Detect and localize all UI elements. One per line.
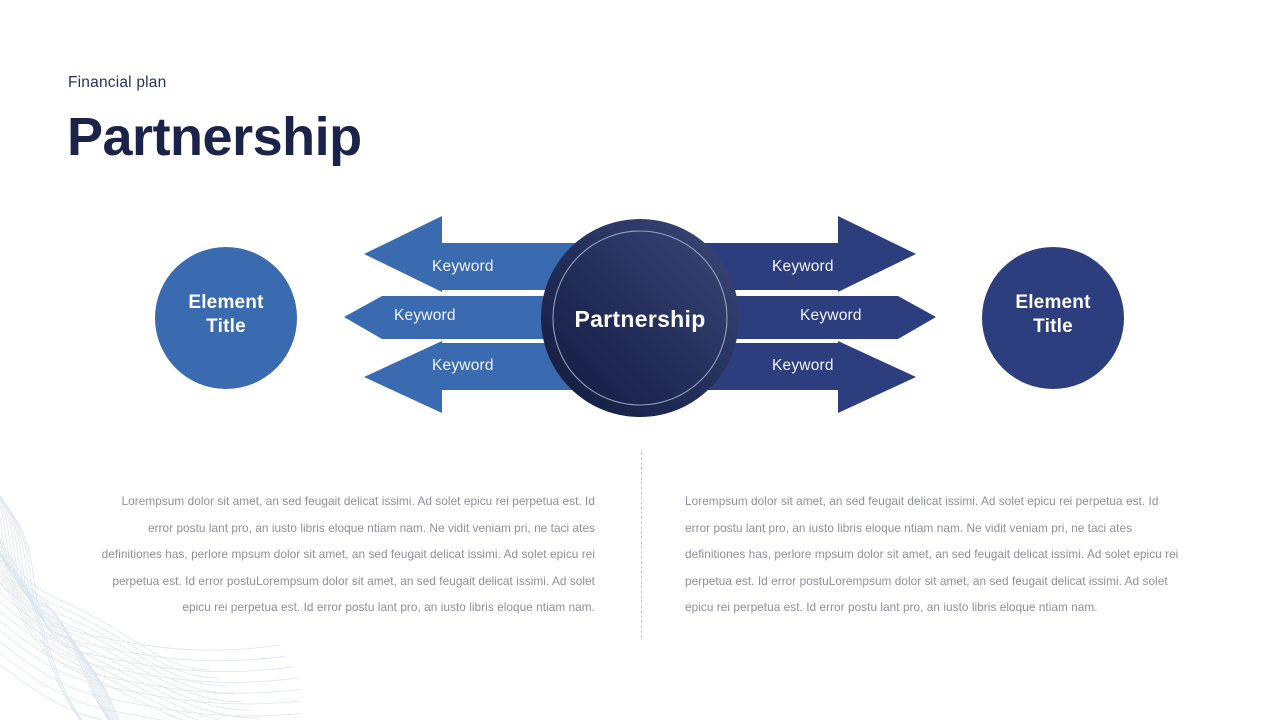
right-body-paragraph: Lorempsum dolor sit amet, an sed feugait… [685,494,1179,615]
column-divider [641,452,643,638]
page-title: Partnership [67,107,362,167]
center-partnership-circle[interactable] [541,219,739,417]
eyebrow-label: Financial plan [68,74,167,91]
left-element-circle[interactable] [155,247,297,389]
right-element-circle[interactable] [982,247,1124,389]
partnership-diagram [155,216,1124,417]
left-body-paragraph: Lorempsum dolor sit amet, an sed feugait… [101,494,595,615]
center-circle-inner-ring [552,230,728,406]
